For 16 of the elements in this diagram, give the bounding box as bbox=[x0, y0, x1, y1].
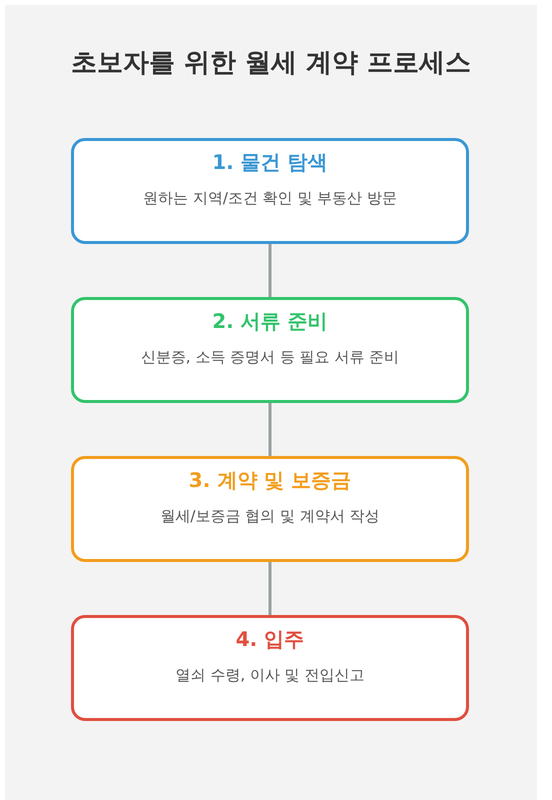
process-box bbox=[71, 456, 469, 562]
step-heading: 2. 서류 준비 bbox=[211, 308, 329, 335]
step-description: 월세/보증금 협의 및 계약서 작성 bbox=[159, 507, 381, 526]
step-heading: 1. 물건 탐색 bbox=[211, 149, 329, 176]
title: 초보자를 위한 월세 계약 프로세스 bbox=[70, 47, 472, 80]
step-description: 열쇠 수령, 이사 및 전입신고 bbox=[174, 666, 366, 685]
step-description: 신분증, 소득 증명서 등 필요 서류 준비 bbox=[140, 348, 400, 367]
connector-line bbox=[268, 403, 272, 456]
step-heading: 3. 계약 및 보증금 bbox=[188, 467, 352, 494]
step-heading: 4. 입주 bbox=[234, 626, 306, 653]
connector-line bbox=[268, 244, 272, 297]
process-box bbox=[71, 138, 469, 244]
process-box bbox=[71, 297, 469, 403]
connector-line bbox=[268, 562, 272, 615]
process-box bbox=[71, 615, 469, 721]
step-description: 원하는 지역/조건 확인 및 부동산 방문 bbox=[142, 189, 398, 208]
